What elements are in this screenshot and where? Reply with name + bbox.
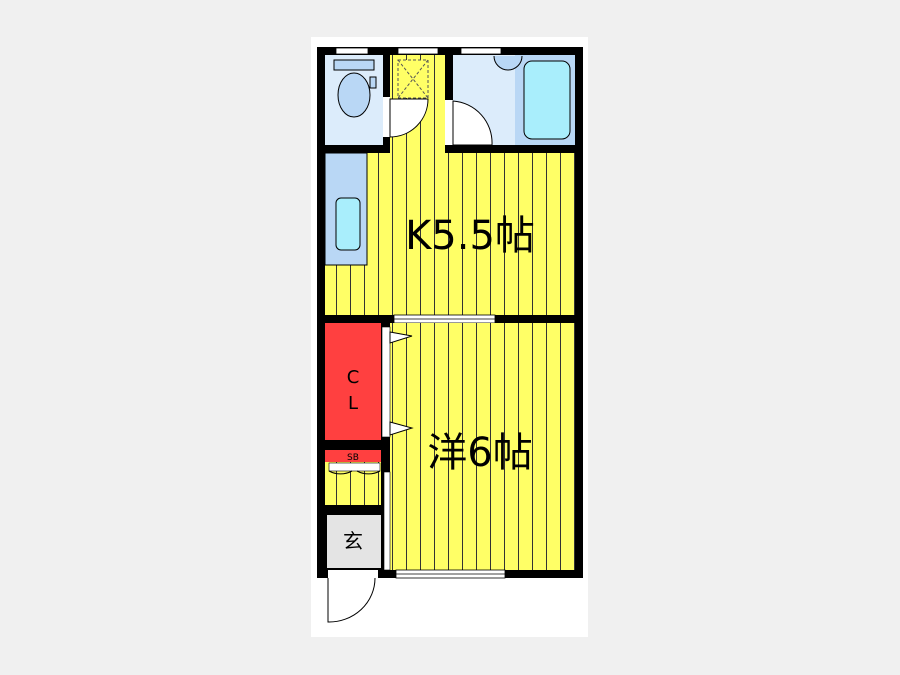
closet-door-arrows [389, 331, 414, 436]
shoe-box-label: SB [347, 453, 359, 463]
closet-label-c: C [347, 367, 360, 388]
storage-double-door[interactable] [328, 470, 381, 475]
bath-door[interactable] [452, 100, 493, 146]
closet-door[interactable] [381, 326, 391, 438]
kitchen-label: K5.5帖 [405, 213, 535, 259]
toilet-icon [333, 59, 377, 118]
toilet-door-frame [383, 97, 390, 137]
front-door-frame [328, 570, 378, 578]
shoe-box [325, 450, 381, 462]
entrance [327, 515, 381, 568]
bath-door-frame [445, 100, 453, 145]
closet [325, 323, 381, 440]
entrance-sliding-door[interactable] [383, 471, 391, 571]
washbasin-icon [493, 55, 523, 71]
storage-door-frame [328, 462, 381, 472]
western-room [390, 323, 575, 570]
closet-label-l: L [348, 393, 358, 414]
top-windows [335, 47, 502, 55]
entrance-label: 玄 [343, 529, 363, 553]
bathtub-icon [523, 60, 571, 140]
sink-icon [335, 197, 361, 251]
western-room-label: 洋6帖 [427, 430, 532, 476]
toilet-door[interactable] [389, 98, 429, 138]
front-door[interactable] [327, 577, 376, 623]
hatch-cross [397, 59, 429, 99]
